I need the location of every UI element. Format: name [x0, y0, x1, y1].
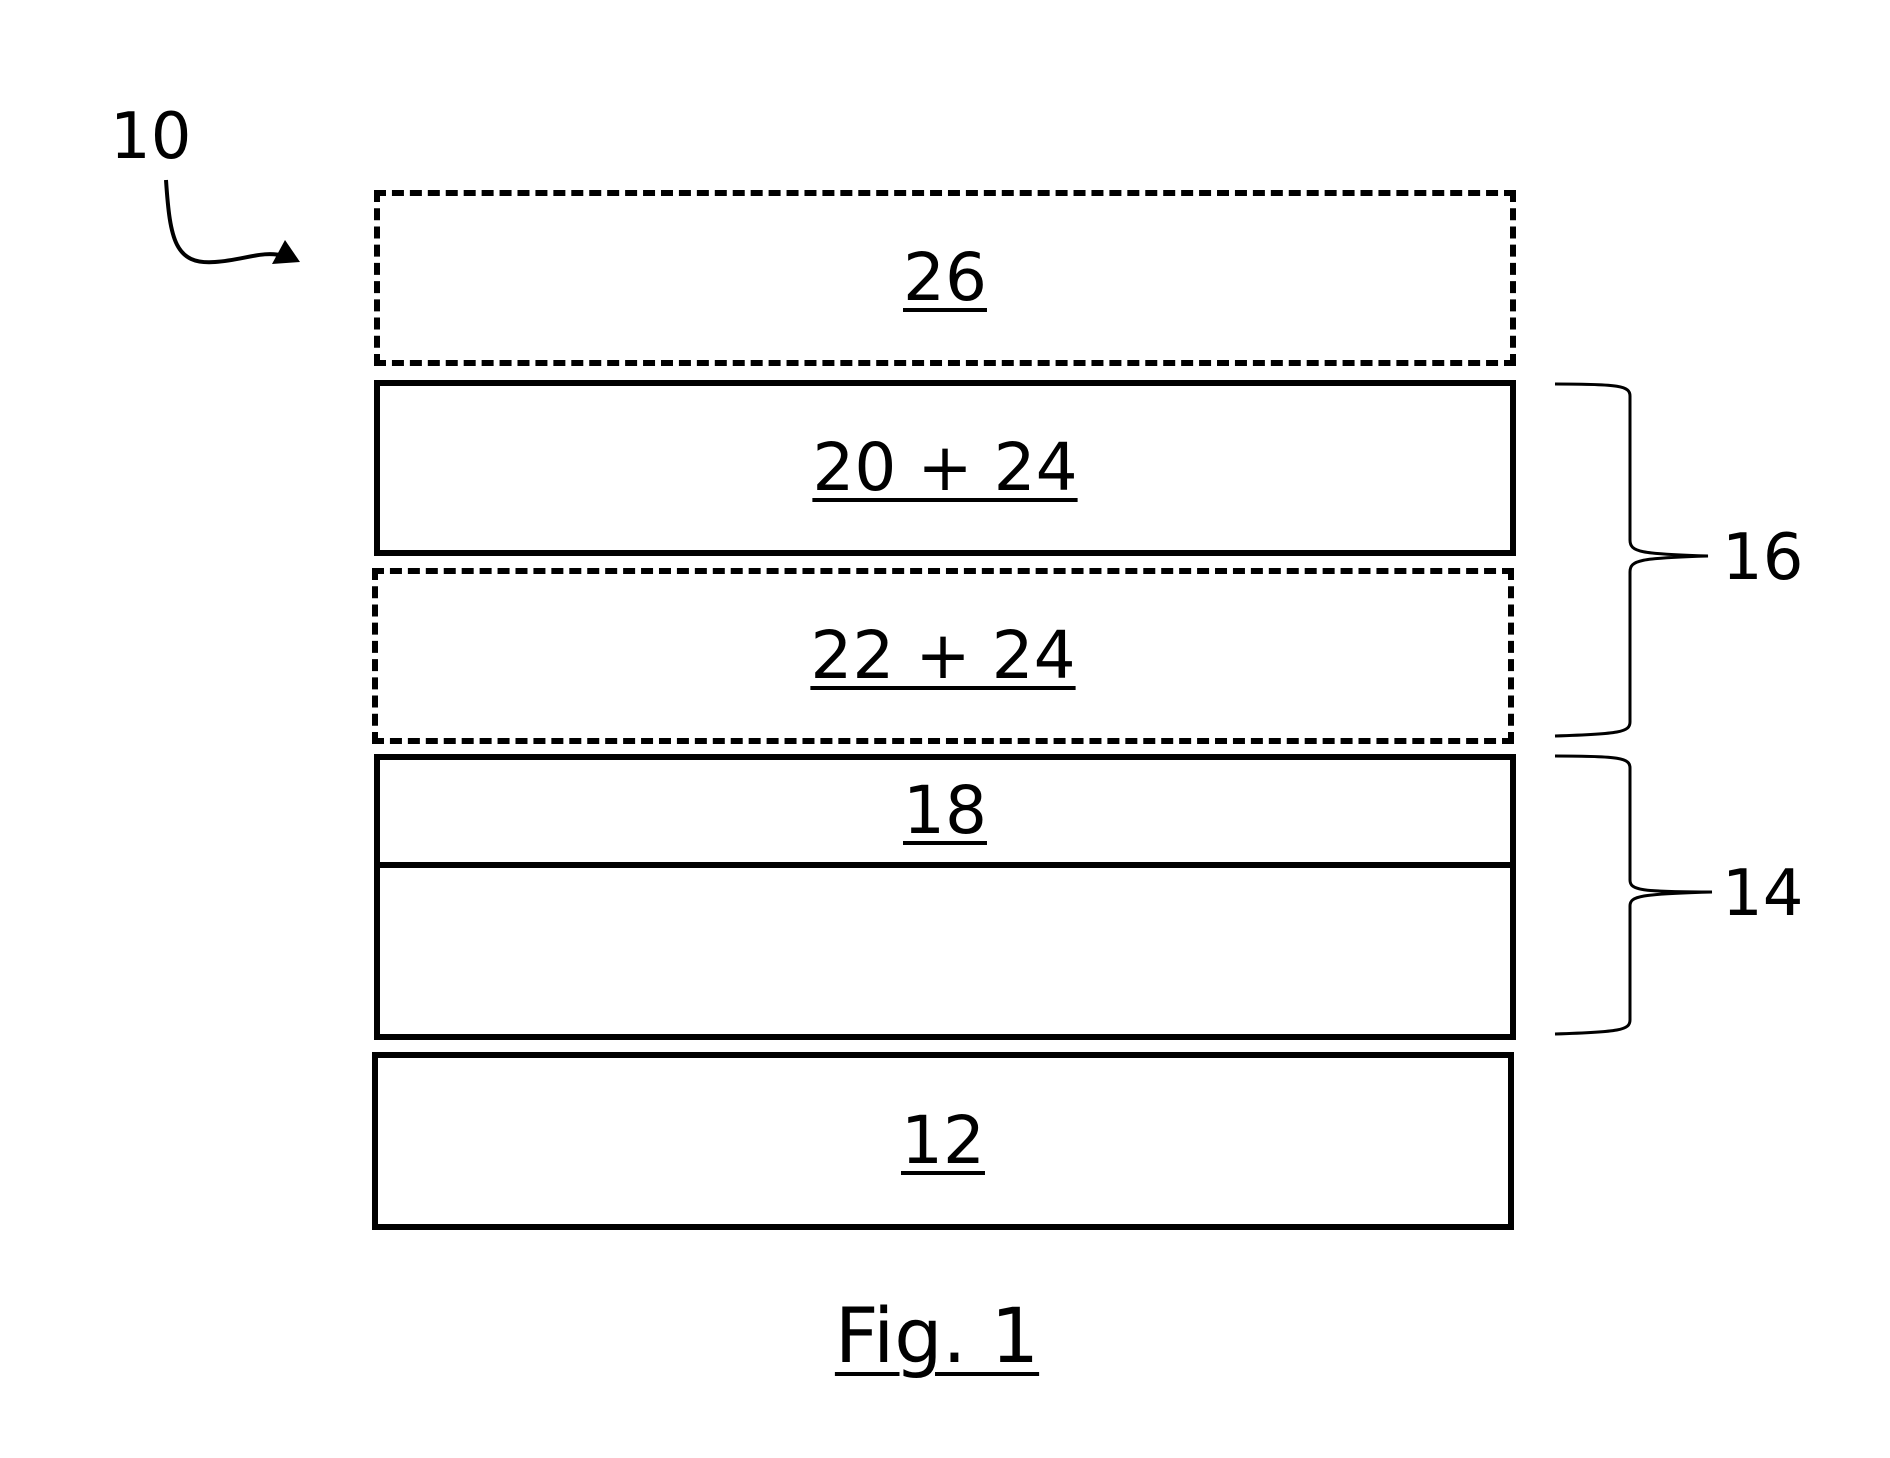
- bracket-14-shape: [1554, 754, 1713, 1036]
- layer-20-24: 20 + 24: [374, 380, 1516, 556]
- bracket-14-label: 14: [1722, 857, 1804, 931]
- reference-numeral-10: 10: [110, 100, 192, 174]
- figure-caption: Fig. 1: [834, 1291, 1040, 1380]
- layer-20-24-label: 20 + 24: [812, 429, 1078, 506]
- bracket-16-shape: [1554, 382, 1709, 738]
- layer-18: 18: [374, 754, 1516, 868]
- bracket-16-label: 16: [1722, 521, 1804, 595]
- layer-22-24: 22 + 24: [372, 568, 1514, 744]
- layer-12-label: 12: [901, 1102, 985, 1179]
- arrow-leader-10: [164, 179, 286, 265]
- arrow-head-10: [272, 240, 300, 264]
- layer-12: 12: [372, 1052, 1514, 1230]
- layer-22-24-label: 22 + 24: [810, 617, 1076, 694]
- layer-14-base: [374, 862, 1516, 1040]
- layer-26-label: 26: [903, 239, 987, 316]
- layer-26: 26: [374, 190, 1516, 366]
- layer-18-label: 18: [903, 772, 987, 849]
